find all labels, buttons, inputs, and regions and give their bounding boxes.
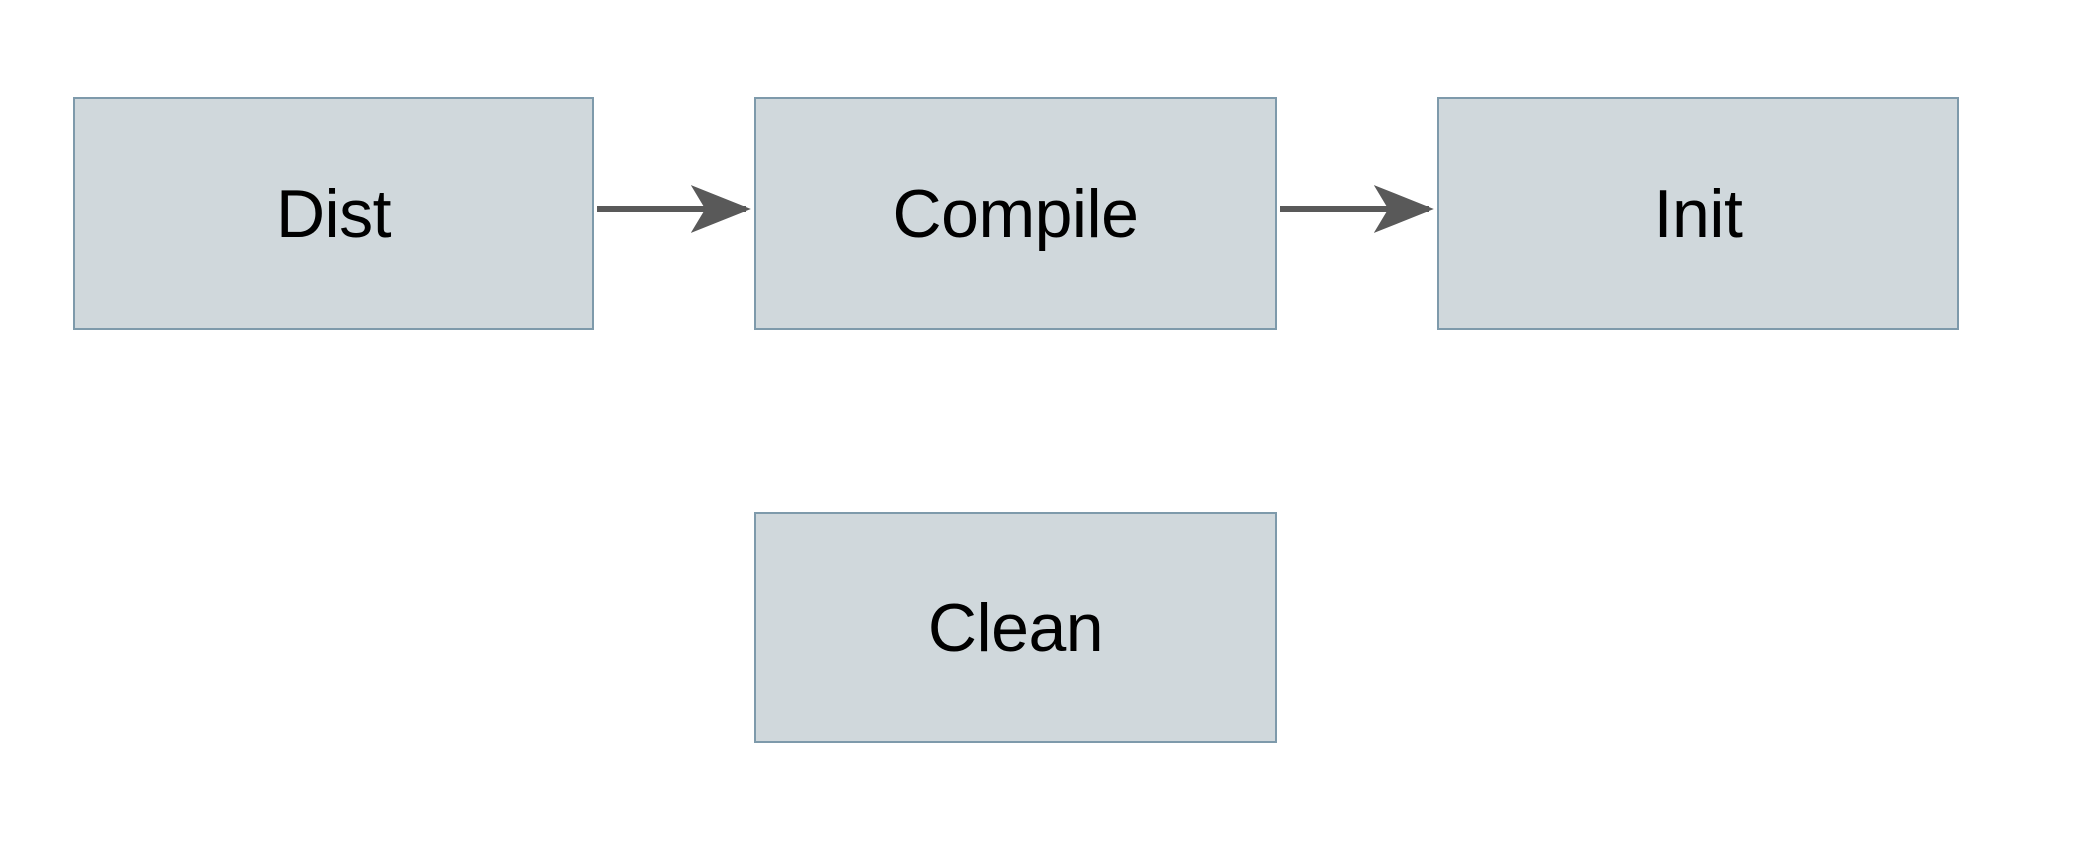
node-label-dist: Dist <box>275 175 392 252</box>
node-compile[interactable]: Compile <box>754 97 1277 330</box>
node-label-clean: Clean <box>927 589 1104 666</box>
node-dist[interactable]: Dist <box>73 97 594 330</box>
node-init[interactable]: Init <box>1437 97 1959 330</box>
node-clean[interactable]: Clean <box>754 512 1277 743</box>
node-label-init: Init <box>1653 175 1743 252</box>
node-label-compile: Compile <box>892 175 1139 252</box>
